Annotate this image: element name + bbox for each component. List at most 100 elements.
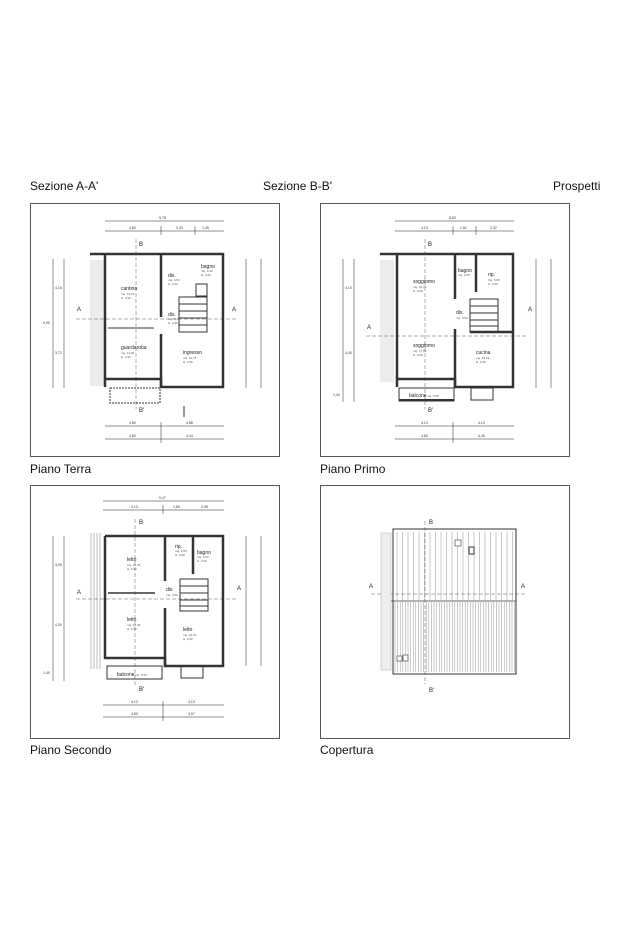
room-info: H. 2,90	[127, 627, 137, 631]
dimension-label: 1,51	[460, 226, 467, 230]
plan-first-floor: A A B B' 8,83 4,13 1,51 2,32 4,13 4,13 4…	[320, 203, 570, 457]
room-info: mq. 5,80	[488, 278, 500, 282]
room-name: balcone	[409, 393, 427, 399]
room-info: H. 2,90	[168, 321, 178, 325]
room-name: bagno	[197, 550, 211, 556]
dimension-label: 9,47	[159, 496, 166, 500]
dimension-label: 8,83	[449, 216, 456, 220]
room-info: H. 2,90	[488, 282, 498, 286]
dimension-label: 4,13	[421, 421, 428, 425]
caption-ground-floor: Piano Terra	[30, 462, 92, 476]
dimension-label: 4,00	[55, 623, 62, 627]
caption-first-floor: Piano Primo	[320, 462, 386, 476]
room-name: letto	[127, 617, 137, 623]
room-name: rip.	[175, 544, 182, 550]
section-mark: B	[139, 520, 143, 526]
room-info: mq. 19,70	[413, 285, 427, 289]
dimension-label: 4,80	[421, 434, 428, 438]
dimension-label: 4,44	[186, 434, 193, 438]
dimension-label: 3,72	[55, 351, 62, 355]
dimension-label: 2,32	[490, 226, 497, 230]
dimension-label: 4,13	[131, 700, 138, 704]
dimension-label: 4,46	[478, 434, 485, 438]
room-info: H. 2,90	[121, 296, 131, 300]
dimension-label: 4,13	[478, 421, 485, 425]
room-info: mq. 16,15	[476, 356, 490, 360]
dimension-label: 4,10	[345, 286, 352, 290]
room-info: mq. 16,15	[183, 633, 197, 637]
section-mark: A	[369, 584, 373, 590]
room-info: mq. 15,75	[183, 356, 197, 360]
room-info: mq. 5,55	[135, 673, 147, 677]
room-info: H. 2,90	[168, 282, 178, 286]
section-mark: A	[77, 307, 81, 313]
room-name: letto	[183, 627, 193, 633]
dimension-label: 4,80	[129, 421, 136, 425]
room-name: dis.	[456, 310, 464, 316]
dimension-label: 2,98	[201, 505, 208, 509]
section-mark: A	[528, 307, 532, 313]
room-name: soggiorno	[413, 279, 435, 285]
room-info: mq. 14,90	[121, 351, 135, 355]
dimension-label: 1,45	[202, 226, 209, 230]
room-info: mq. 2,50	[458, 273, 470, 277]
ground-floor-drawing: A A B B' 9,78 4,80 2,33 1,45 4,80 4,88 4…	[43, 216, 262, 443]
room-info: mq. 5,10	[168, 317, 180, 321]
dimension-label: 3,95	[55, 563, 62, 567]
section-mark: A	[237, 586, 241, 592]
first-floor-drawing: A A B B' 8,83 4,13 1,51 2,32 4,13 4,13 4…	[333, 216, 552, 443]
room-info: mq. 5,55	[427, 394, 439, 398]
room-info: mq. 19,10	[121, 292, 135, 296]
room-name: dis.	[166, 587, 174, 593]
dimension-label: 4,80	[131, 712, 138, 716]
room-info: mq. 16,25	[127, 563, 141, 567]
section-mark: A	[521, 584, 525, 590]
dimension-label: 4,15	[55, 286, 62, 290]
dimension-label: 9,90	[43, 321, 50, 325]
room-name: guardaroba	[121, 345, 147, 351]
plan-second-floor: A A B B' 9,47 4,13 1,80 2,98 4,13 4,13 4…	[30, 485, 280, 739]
room-info: H. 2,90	[201, 273, 211, 277]
room-info: H. 2,90	[197, 559, 207, 563]
room-info: mq. 6,53	[168, 278, 180, 282]
section-bb-title: Sezione B-B'	[263, 179, 332, 193]
room-info: mq. 2,80	[175, 549, 187, 553]
plan-ground-floor: A A B B' 9,78 4,80 2,33 1,45 4,80 4,88 4…	[30, 203, 280, 457]
dimension-label: 1,80	[173, 505, 180, 509]
dimension-label: 4,07	[188, 712, 195, 716]
dimension-label: 4,40	[345, 351, 352, 355]
section-mark: A	[77, 590, 81, 596]
room-name: cucina	[476, 350, 491, 356]
room-name: rip.	[488, 272, 495, 278]
room-info: H. 2,90	[175, 553, 185, 557]
room-name: dis.	[168, 312, 176, 318]
section-mark: B	[429, 520, 433, 526]
room-info: H. 2,90	[413, 353, 423, 357]
room-name: bagno	[458, 268, 472, 274]
room-info: H. 2,90	[476, 360, 486, 364]
dimension-label: 2,33	[176, 226, 183, 230]
dimension-label: 4,88	[186, 421, 193, 425]
dimension-label: 4,13	[421, 226, 428, 230]
caption-roof: Copertura	[320, 743, 374, 757]
room-info: mq. 16,25	[127, 623, 141, 627]
room-name: bagno	[201, 264, 215, 270]
section-mark: B'	[429, 688, 434, 694]
dimension-label: 4,13	[131, 505, 138, 509]
elevations-title: Prospetti	[553, 179, 601, 193]
room-info: mq. 4,30	[201, 269, 213, 273]
section-mark: B	[139, 242, 143, 248]
room-name: dis.	[168, 273, 176, 279]
room-info: mq. 5,00	[197, 555, 209, 559]
dimension-label: 1,40	[333, 393, 340, 397]
room-info: H. 2,90	[183, 360, 193, 364]
room-name: soggiorno	[413, 343, 435, 349]
dimension-label: 1,40	[43, 671, 50, 675]
section-aa-title: Sezione A-A'	[30, 179, 99, 193]
dimension-label: 4,80	[129, 434, 136, 438]
section-mark: A	[367, 325, 371, 331]
section-mark: B'	[139, 408, 144, 414]
plan-roof: A A B B'	[320, 485, 570, 739]
dimension-label: 4,13	[188, 700, 195, 704]
dimension-label: 4,80	[129, 226, 136, 230]
